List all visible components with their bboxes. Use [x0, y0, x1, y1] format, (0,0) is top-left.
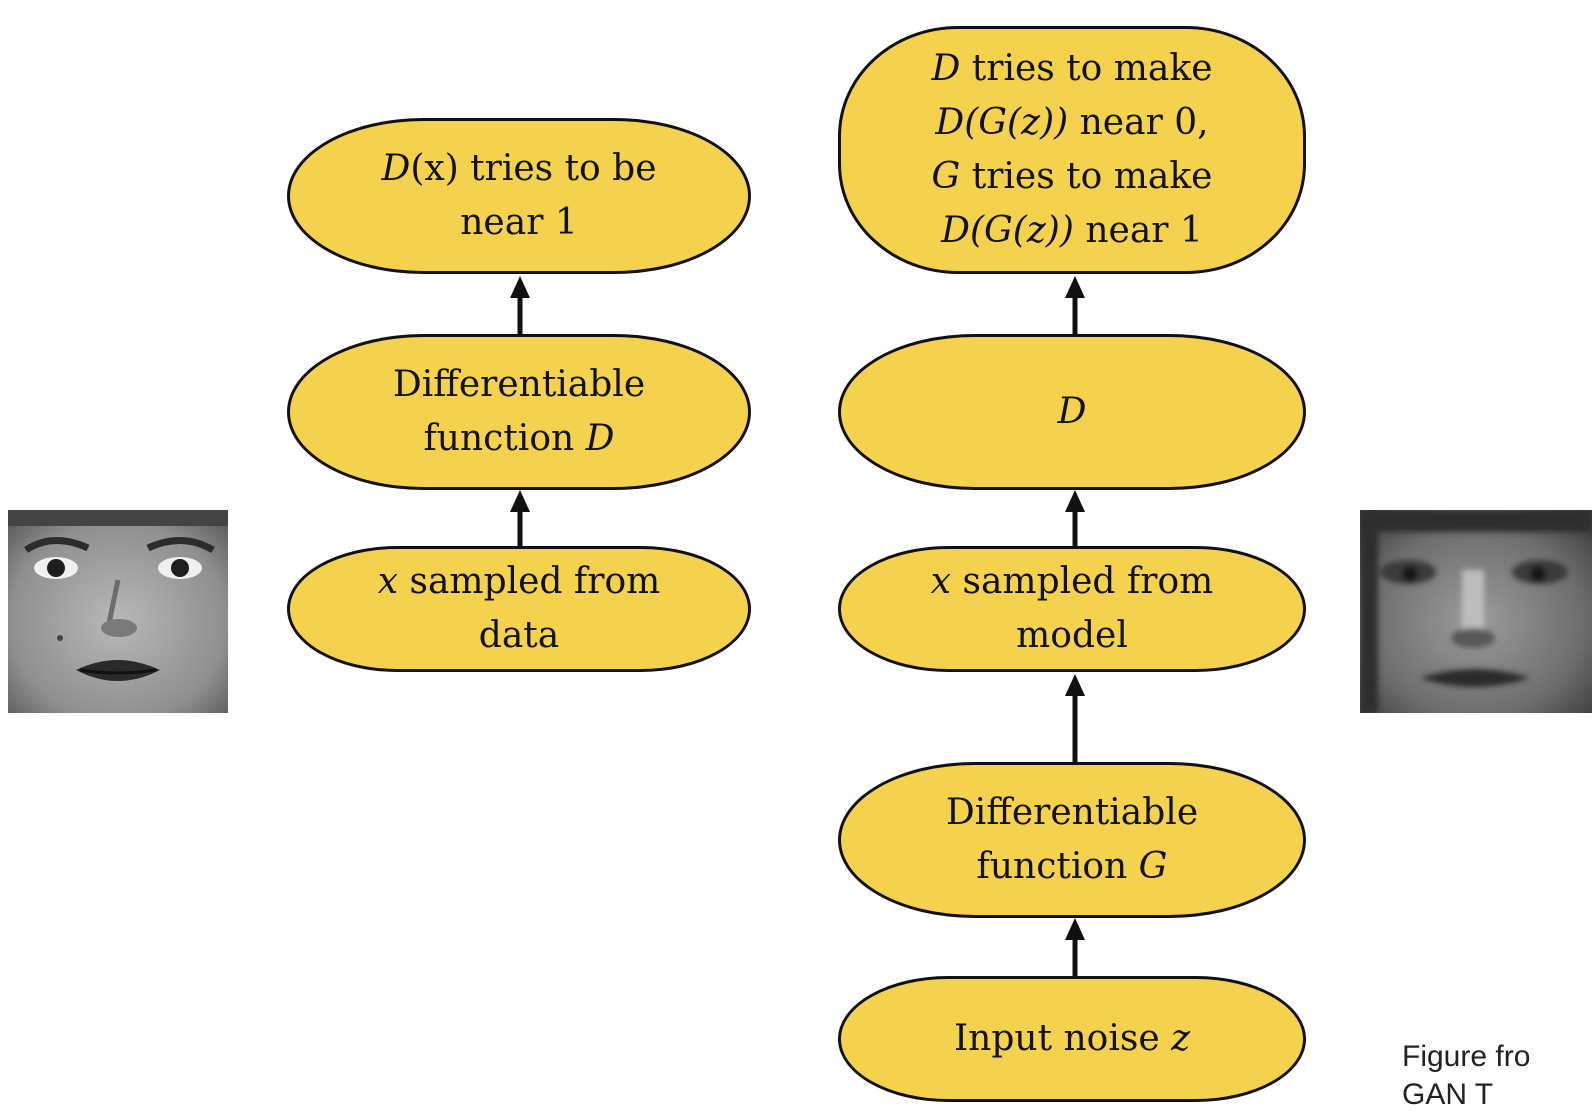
sampled-from-model-box: x sampled from model: [838, 546, 1306, 672]
differentiable-function-g-box: Differentiable function G: [838, 762, 1306, 918]
model-x-var: x: [930, 561, 952, 602]
arrow-right-d-to-top: [1065, 276, 1085, 334]
figure-caption: Figure fro GAN T: [1402, 1038, 1530, 1114]
diff-d-prefix: function: [423, 418, 586, 459]
fake-top-expr2: D(G(z)): [941, 210, 1074, 251]
data-x-var: x: [377, 561, 399, 602]
arrow-left-mid-to-top: [510, 276, 530, 334]
fake-top-d-var: D: [931, 48, 961, 89]
arrow-right-g-to-sample: [1065, 674, 1085, 762]
real-top-var: D: [381, 148, 411, 189]
discriminator-d-box: D: [838, 334, 1306, 490]
noise-var: z: [1171, 1018, 1191, 1059]
real-top-line1: (x) tries to be: [410, 148, 657, 189]
data-line1: sampled from: [398, 561, 661, 602]
fake-top-line3: tries to make: [960, 156, 1213, 197]
diff-g-line1: Differentiable: [945, 792, 1199, 833]
model-line1: sampled from: [951, 561, 1214, 602]
diff-g-var: G: [1138, 846, 1168, 887]
real-face-photo-icon: [8, 510, 228, 713]
real-top-line2: near 1: [460, 202, 578, 243]
model-line2: model: [1016, 615, 1128, 656]
fake-top-line2: near 0,: [1068, 102, 1209, 143]
d-box-label: D: [1057, 391, 1087, 432]
generated-face-photo-icon: [1360, 510, 1592, 713]
fake-top-line1: tries to make: [960, 48, 1213, 89]
diff-d-line1: Differentiable: [392, 364, 646, 405]
diff-d-var: D: [585, 418, 615, 459]
arrow-right-sample-to-d: [1065, 490, 1085, 548]
input-noise-box: Input noise z: [838, 976, 1306, 1102]
diff-g-prefix: function: [976, 846, 1139, 887]
noise-prefix: Input noise: [953, 1018, 1172, 1059]
arrow-left-bottom-to-mid: [510, 490, 530, 548]
fake-top-line4: near 1: [1073, 210, 1203, 251]
data-line2: data: [478, 615, 560, 656]
fake-top-box: D tries to make D(G(z)) near 0, G tries …: [838, 26, 1306, 274]
caption-line2: GAN T: [1402, 1078, 1494, 1111]
arrow-right-noise-to-g: [1065, 918, 1085, 976]
fake-top-g-var: G: [931, 156, 961, 197]
differentiable-function-d-box: Differentiable function D: [287, 334, 751, 490]
fake-top-expr1: D(G(z)): [935, 102, 1069, 143]
caption-line1: Figure fro: [1402, 1040, 1531, 1073]
sampled-from-data-box: x sampled from data: [287, 546, 751, 672]
real-top-box: D(x) tries to be near 1: [287, 118, 751, 274]
